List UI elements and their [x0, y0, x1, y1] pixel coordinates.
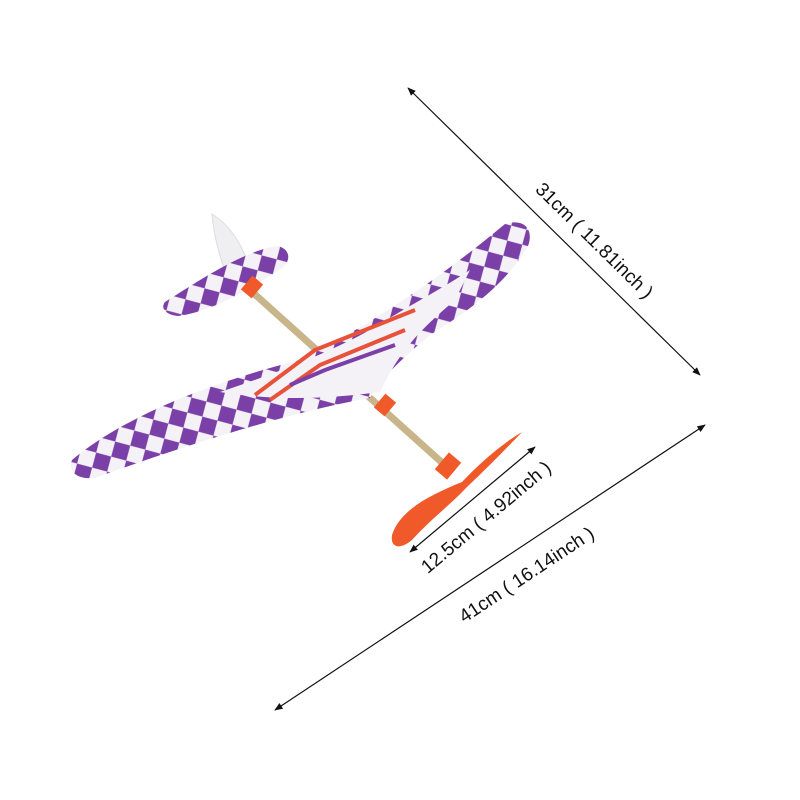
propeller-dimension-line	[409, 446, 536, 553]
tail-clip	[240, 275, 264, 299]
wingspan-dimension-line	[274, 424, 706, 711]
length-label: 31cm ( 11.81inch )	[531, 179, 657, 303]
wing-clip	[373, 393, 397, 417]
main-wing	[70, 222, 530, 479]
wing-chevron-stripe	[253, 308, 416, 402]
horizontal-stabilizer	[163, 246, 289, 316]
wing-center-panel	[220, 270, 470, 398]
length-dimension-line	[407, 87, 701, 376]
wing-chevron-purple	[289, 343, 396, 387]
